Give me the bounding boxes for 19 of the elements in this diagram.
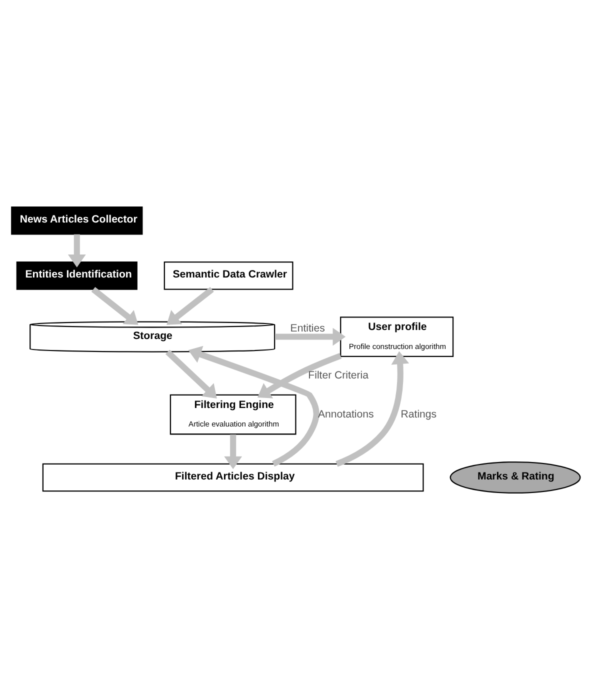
arrow <box>165 350 217 398</box>
node-box: Semantic Data Crawler <box>164 262 294 290</box>
node-box: Filtered Articles Display <box>42 463 424 492</box>
node-box: News Articles Collector <box>11 206 143 235</box>
edge-label: Entities <box>290 322 325 335</box>
arrow <box>336 351 410 467</box>
node-box: Entities Identification <box>16 262 138 290</box>
arrow <box>166 286 214 325</box>
edge-label: Filter Criteria <box>308 369 369 382</box>
node-box: User profile Profile construction algorithm <box>340 316 454 357</box>
arrow <box>274 328 346 346</box>
arrow <box>68 234 86 268</box>
node-ellipse: Marks & Rating <box>450 461 581 494</box>
arrow <box>91 287 138 325</box>
arrow <box>257 352 342 398</box>
edge-label: Annotations <box>318 408 374 420</box>
node-box: Filtering Engine Article evaluation algorithm <box>170 394 296 435</box>
arrow <box>224 434 242 470</box>
edge-label: Ratings <box>400 408 437 420</box>
